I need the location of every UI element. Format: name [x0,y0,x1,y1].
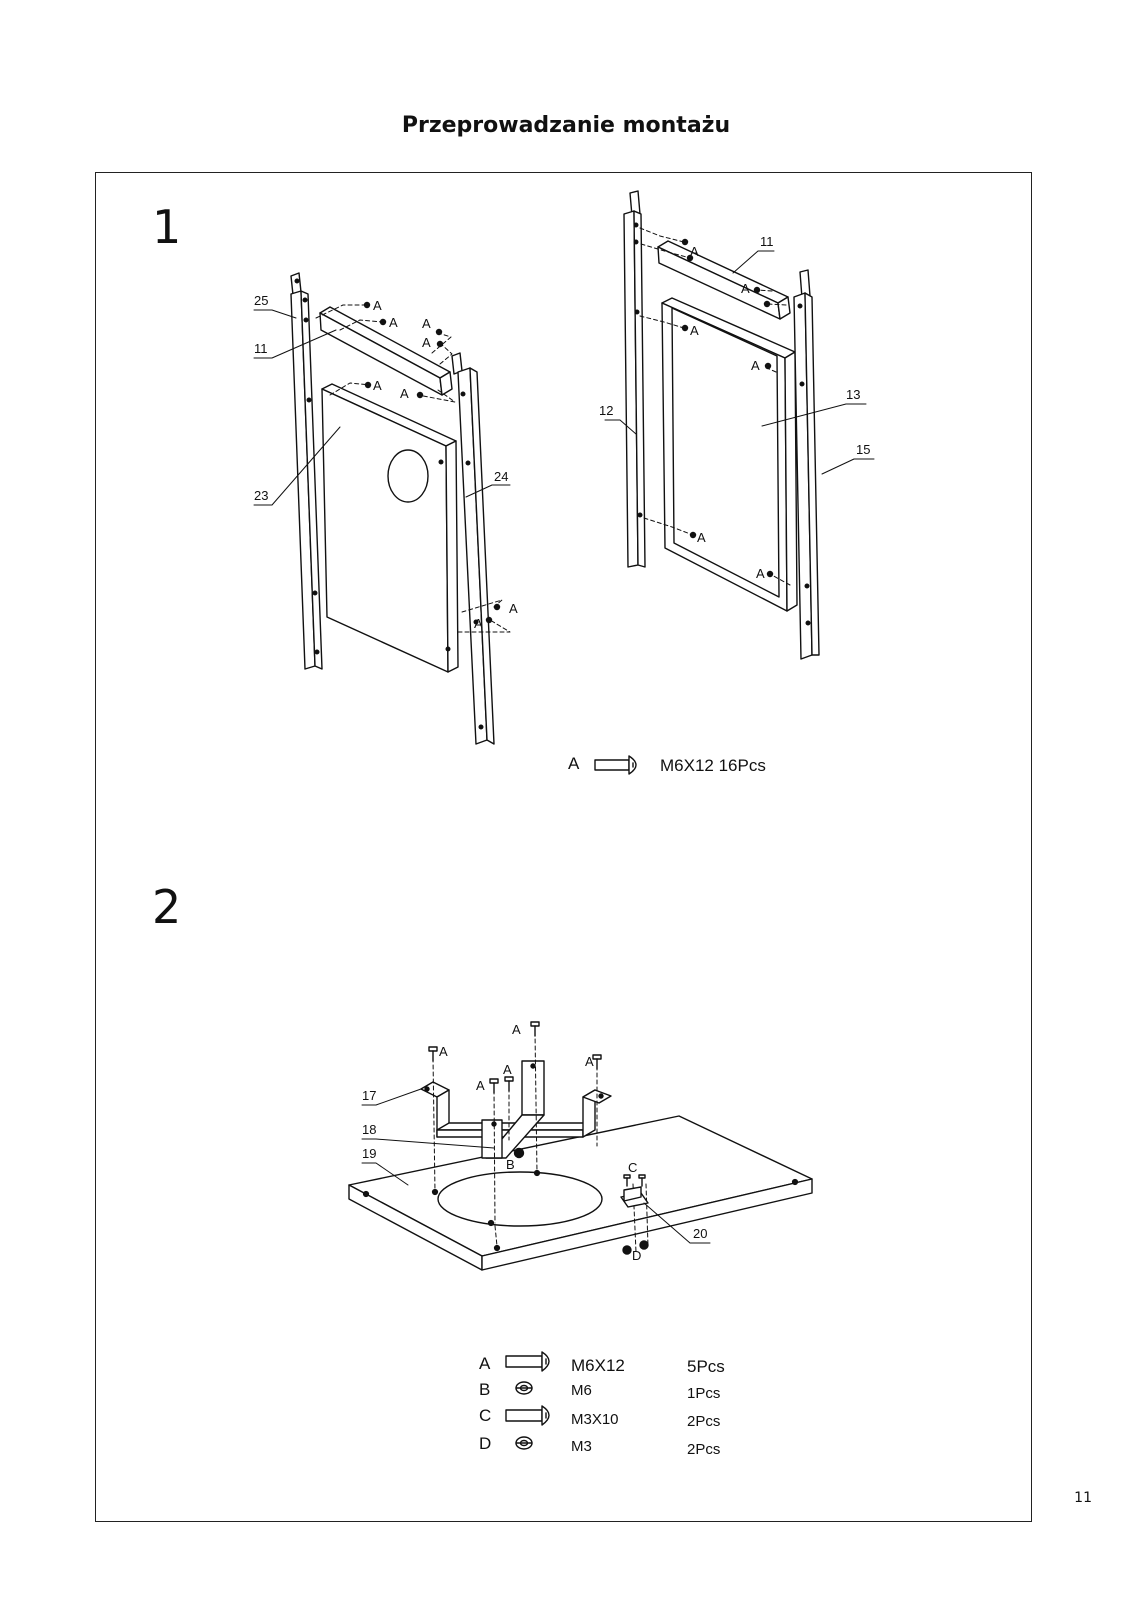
leg-12 [623,190,646,568]
hw-b-qty: 1Pcs [687,1385,720,1402]
label-24: 24 [494,469,508,484]
svg-text:A: A [509,601,518,616]
svg-text:A: A [741,281,750,296]
hw-d-letter: D [479,1434,491,1453]
screws-a-step2 [428,1021,602,1094]
leg-24 [451,352,495,745]
leg-15 [793,269,820,660]
panel-13 [661,297,798,612]
svg-text:A: A [690,323,699,338]
rail-11 [319,306,453,396]
screw-letter: A [476,1078,485,1093]
hw-d-qty: 2Pcs [687,1441,720,1458]
label-11-left: 11 [254,341,268,356]
label-17: 17 [362,1088,376,1103]
step-1-number: 1 [152,200,182,254]
leaders-step2 [361,1088,711,1244]
step1-left-frame: A A A A A A A A 25 11 23 24 [253,272,518,745]
svg-text:A: A [373,298,382,313]
letter-d: D [632,1248,641,1263]
step1-hardware-legend: A M6X12 16Pcs [568,754,766,775]
step1-right-frame: A A A A A A 11 12 13 15 [599,190,875,660]
bracket-17-18 [420,1060,612,1159]
hw-b-letter: B [479,1380,490,1399]
hw-a-letter: A [479,1354,491,1373]
svg-text:A: A [474,616,483,631]
label-25: 25 [254,293,268,308]
hw-b-size: M6 [571,1382,592,1399]
nut-icon [515,1381,533,1395]
screws-a-right [681,238,774,578]
svg-text:A: A [756,566,765,581]
hardware-spec: M6X12 16Pcs [660,756,766,775]
screws-a-left [363,301,501,624]
label-18: 18 [362,1122,376,1137]
instruction-frame [95,172,1032,1522]
screw-paths-right [639,227,791,586]
nut-icon [515,1436,533,1450]
bolt-icon [505,1351,550,1372]
step-2-number: 2 [152,880,182,934]
part-20 [620,1174,649,1255]
screw-icon [505,1405,550,1426]
svg-text:A: A [389,315,398,330]
svg-text:A: A [690,244,699,259]
nut-b [513,1147,525,1159]
label-23: 23 [254,488,268,503]
leg-25 [290,272,323,670]
panel-23 [321,383,459,673]
screw-letter: A [585,1054,594,1069]
plate-19 [348,1115,813,1271]
hw-a-size: M6X12 [571,1356,625,1375]
letter-b: B [506,1157,515,1172]
svg-text:A: A [400,386,409,401]
hw-a-qty: 5Pcs [687,1357,725,1376]
hw-c-letter: C [479,1406,491,1425]
page-number: 11 [1074,1490,1092,1506]
svg-text:A: A [373,378,382,393]
hw-d-size: M3 [571,1438,592,1455]
screw-letters-left: A A A A A A A A [373,298,518,631]
screw-letters-right: A A A A A A [690,244,765,581]
screw-letter: A [439,1044,448,1059]
bolt-icon [594,755,637,775]
step2-drawing: 17 18 19 20 A A A A A B C D [348,1021,813,1271]
leaders-left [253,309,511,506]
page-title: Przeprowadzanie montażu [401,113,731,138]
label-12: 12 [599,403,613,418]
svg-text:A: A [422,316,431,331]
screw-letter: A [503,1062,512,1077]
hw-c-size: M3X10 [571,1411,619,1428]
hardware-letter-a: A [568,754,580,773]
svg-text:A: A [422,335,431,350]
hw-c-qty: 2Pcs [687,1413,720,1430]
svg-text:A: A [697,530,706,545]
label-15: 15 [856,442,870,457]
svg-text:A: A [751,358,760,373]
label-13: 13 [846,387,860,402]
screw-letter: A [512,1022,521,1037]
label-11-right: 11 [760,234,774,249]
leaders-right [604,250,875,475]
label-19: 19 [362,1146,376,1161]
letter-c: C [628,1160,637,1175]
step2-hardware-list: A M6X12 5Pcs B M6 1Pcs C M3X10 2Pcs D M3… [479,1351,725,1458]
label-20: 20 [693,1226,707,1241]
